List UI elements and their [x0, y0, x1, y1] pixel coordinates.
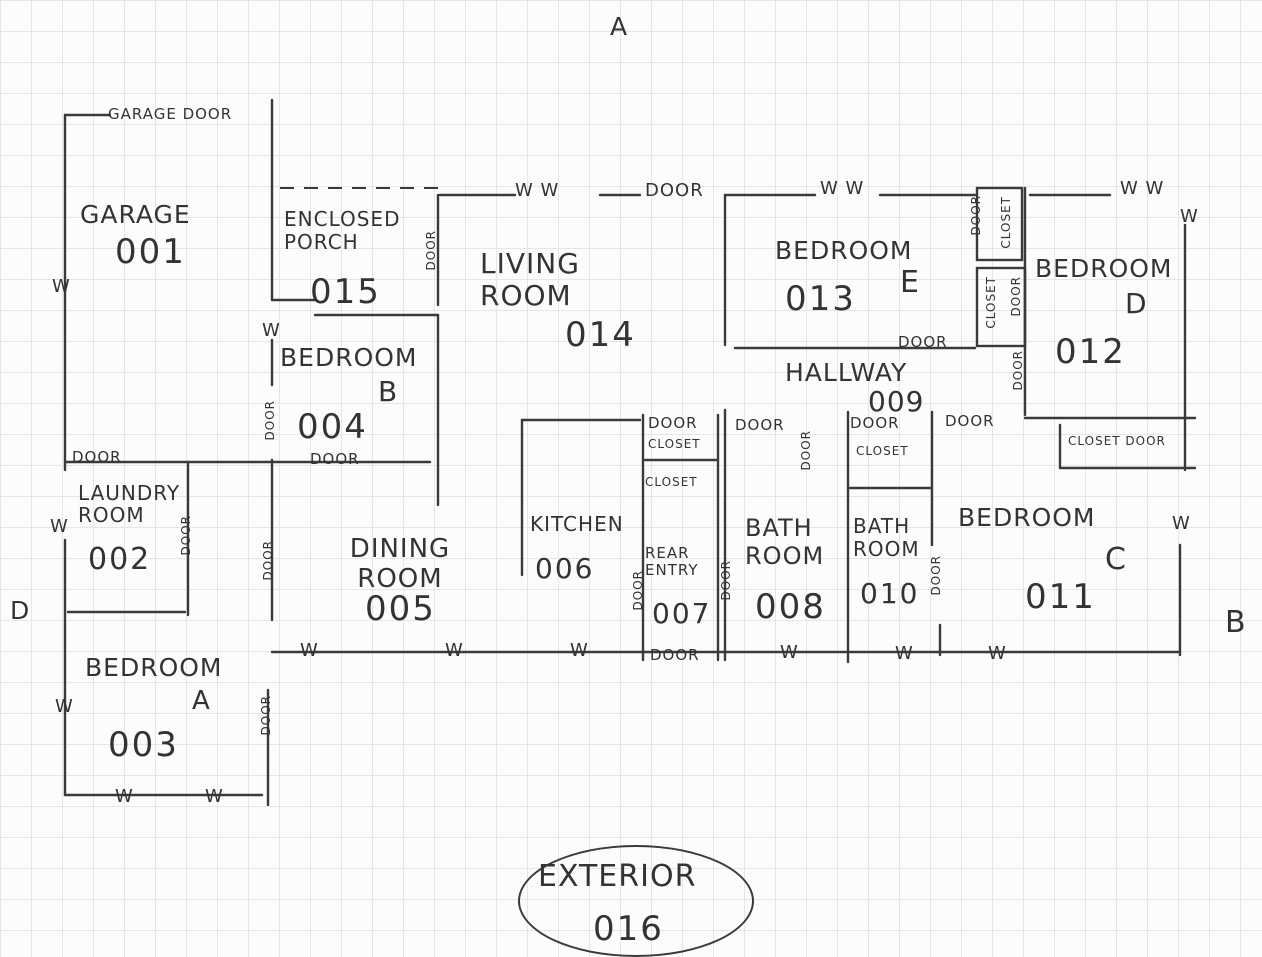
bedroom-b-number: 004: [297, 407, 368, 447]
exterior-number: 016: [593, 909, 664, 949]
garage-door-label: GARAGE DOOR: [108, 105, 233, 123]
porch-name: ENCLOSED PORCH: [284, 207, 401, 254]
bedroom-e-letter: E: [900, 265, 920, 300]
closet-e-door: DOOR: [969, 195, 983, 236]
bedroom-b-window-label: W: [262, 320, 281, 341]
bedroom-c-east-window: W: [1172, 513, 1191, 534]
bedroom-a-west-window: W: [55, 696, 74, 717]
dining-window-2: W: [445, 640, 464, 661]
porch-number: 015: [310, 272, 381, 312]
bath-010-door: DOOR: [929, 555, 943, 596]
pantry-number: 007: [652, 597, 712, 630]
pantry-door-east: DOOR: [719, 560, 733, 601]
bedroom-c-south-window: W: [988, 643, 1007, 664]
exterior-name: EXTERIOR: [538, 859, 697, 894]
bedroom-d-window-label: W W: [1120, 178, 1165, 199]
bedroom-d-door-label: DOOR: [1011, 350, 1025, 391]
laundry-window-label: W: [50, 516, 69, 537]
dining-number: 005: [365, 589, 436, 629]
bedroom-d-east-window: W: [1180, 206, 1199, 227]
laundry-name: LAUNDRY ROOM: [78, 481, 181, 527]
bath-008-closet-door: DOOR: [799, 430, 813, 471]
closet-c-label: CLOSET DOOR: [1068, 434, 1166, 448]
hallway-number: 009: [868, 385, 925, 418]
compass-west: D: [10, 596, 31, 625]
dining-window-1: W: [300, 640, 319, 661]
bath-008-name: BATH ROOM: [745, 514, 825, 570]
closet-e-label: CLOSET: [999, 196, 1013, 249]
bedroom-d-letter: D: [1125, 287, 1148, 320]
closet-e-outline: [975, 186, 1024, 262]
garage-number: 001: [115, 232, 186, 272]
bedroom-c-name: BEDROOM: [958, 503, 1096, 532]
bedroom-b-letter: B: [378, 375, 399, 408]
bedroom-a-number: 003: [108, 725, 179, 765]
bath-010-name: BATH ROOM: [853, 514, 920, 561]
compass-east: B: [1225, 605, 1247, 640]
living-door-label: DOOR: [645, 180, 704, 201]
laundry-number: 002: [88, 542, 152, 577]
laundry-door-north: DOOR: [72, 448, 122, 466]
bedroom-a-name: BEDROOM: [85, 653, 223, 682]
pantry-closet-label: CLOSET: [648, 437, 701, 451]
hallway-door-east: DOOR: [945, 412, 995, 430]
bedroom-a-door: DOOR: [259, 695, 273, 736]
bedroom-d-number: 012: [1055, 332, 1126, 372]
hallway-name: HALLWAY: [785, 358, 908, 387]
dining-door-west: DOOR: [261, 540, 275, 581]
kitchen-closet-label: CLOSET: [645, 475, 698, 489]
bath-010-number: 010: [860, 577, 920, 610]
kitchen-name: KITCHEN: [530, 512, 624, 536]
hallway-door-west: DOOR: [735, 416, 785, 434]
living-room-number: 014: [565, 315, 636, 355]
bedroom-e-name: BEDROOM: [775, 236, 913, 265]
closet-d-door: DOOR: [1009, 276, 1023, 317]
bedroom-b-name: BEDROOM: [280, 343, 418, 372]
compass-north: A: [610, 12, 629, 41]
pantry-door-south: DOOR: [650, 646, 700, 664]
bath-008-window: W: [780, 642, 799, 663]
bedroom-a-south-window-2: W: [205, 786, 224, 807]
bedroom-e-window-label: W W: [820, 178, 865, 199]
pantry-closet-door: DOOR: [648, 414, 698, 432]
pantry-door-west: DOOR: [631, 570, 645, 611]
closet-d-label: CLOSET: [984, 276, 998, 329]
bedroom-a-south-window-1: W: [115, 786, 134, 807]
garage-window-label: W: [52, 276, 71, 297]
dining-window-3: W: [570, 640, 589, 661]
kitchen-number: 006: [535, 552, 595, 585]
exterior-oval: [518, 845, 754, 957]
bath-010-closet-label: CLOSET: [856, 444, 909, 458]
bedroom-c-number: 011: [1025, 577, 1096, 617]
bedroom-e-door-label: DOOR: [898, 333, 948, 351]
bath-010-closet-door: DOOR: [850, 414, 900, 432]
garage-name: GARAGE: [80, 200, 191, 229]
bedroom-c-letter: C: [1105, 542, 1127, 577]
pantry-name: REAR ENTRY: [645, 544, 699, 579]
bedroom-b-door-south: DOOR: [310, 450, 360, 468]
porch-door-label: DOOR: [424, 230, 438, 271]
bath-010-window: W: [895, 643, 914, 664]
bedroom-a-letter: A: [192, 686, 211, 716]
living-room-name: LIVING ROOM: [480, 247, 580, 313]
dining-name: DINING ROOM: [349, 534, 451, 594]
bedroom-d-name: BEDROOM: [1035, 254, 1173, 283]
bedroom-b-door-west: DOOR: [263, 400, 277, 441]
living-window-label: W W: [515, 180, 560, 201]
laundry-door-east: DOOR: [179, 515, 193, 556]
bedroom-e-number: 013: [785, 279, 856, 319]
bath-008-number: 008: [755, 587, 826, 627]
